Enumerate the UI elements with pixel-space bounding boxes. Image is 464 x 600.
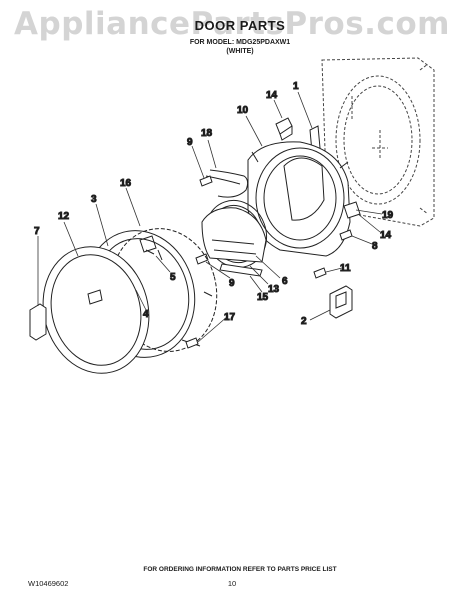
model-info: FOR MODEL: MDG25PDAXW1 (WHITE) <box>130 38 350 56</box>
callout-12: 12 <box>58 211 70 222</box>
callout-15: 15 <box>257 292 269 303</box>
model-line: FOR MODEL: MDG25PDAXW1 <box>189 39 291 46</box>
page-title: DOOR PARTS <box>194 18 286 33</box>
screw-17 <box>185 337 199 349</box>
cabinet-front-panel <box>321 57 435 227</box>
callout-6: 6 <box>282 276 288 287</box>
watermark: AppliancePartsPros.com <box>14 6 450 42</box>
callout-9-lower: 9 <box>229 278 235 289</box>
ordering-note: FOR ORDERING INFORMATION REFER TO PARTS … <box>143 566 337 573</box>
callout-5: 5 <box>170 272 176 283</box>
door-handle <box>29 303 47 341</box>
callout-16: 16 <box>120 178 132 189</box>
screw-top <box>199 175 213 187</box>
callout-1: 1 <box>293 81 299 92</box>
callout-14-top: 14 <box>266 90 278 101</box>
door-glass <box>201 207 267 263</box>
callout-18: 18 <box>201 128 213 139</box>
door-latch <box>329 285 353 319</box>
callout-9-top: 9 <box>187 137 193 148</box>
callout-4: 4 <box>143 309 149 320</box>
hinge-bracket-top <box>275 117 293 141</box>
callout-14-right: 14 <box>380 230 392 241</box>
door-liner <box>110 228 218 352</box>
leader-lines <box>37 91 383 343</box>
document-number: W10469602 <box>28 579 69 588</box>
callout-3: 3 <box>91 194 97 205</box>
callout-7: 7 <box>34 226 40 237</box>
page-number: 10 <box>227 579 237 588</box>
wire-harness <box>205 169 249 198</box>
inner-door-panel <box>247 141 351 257</box>
callout-8: 8 <box>372 241 378 252</box>
callout-17: 17 <box>224 312 236 323</box>
callout-13: 13 <box>268 284 280 295</box>
hinge-bracket-right <box>343 201 361 219</box>
callout-19: 19 <box>382 210 394 221</box>
callout-11: 11 <box>340 263 351 274</box>
callout-10: 10 <box>237 105 249 116</box>
callout-2: 2 <box>301 316 307 327</box>
trim-strip <box>219 263 263 277</box>
screw-11 <box>313 267 327 279</box>
color-line: (WHITE) <box>226 48 254 55</box>
